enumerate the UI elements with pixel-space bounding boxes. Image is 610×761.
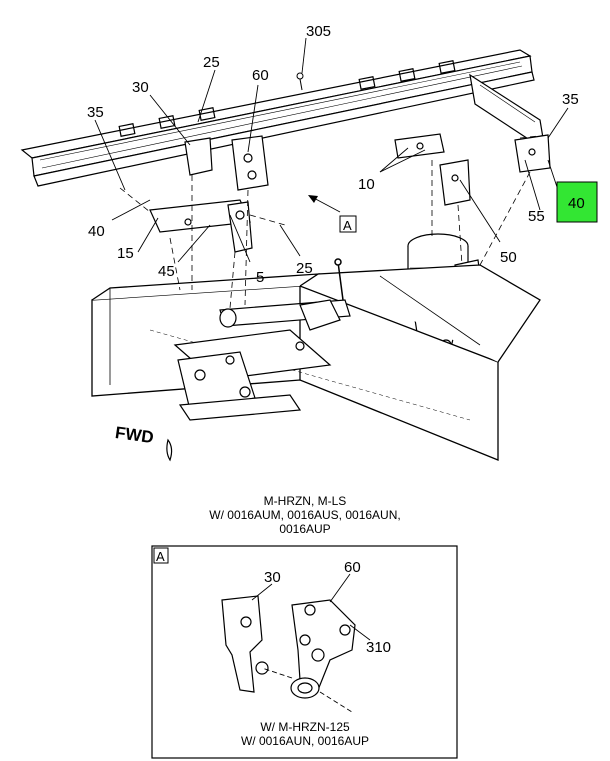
detail-view-label-box xyxy=(153,547,169,564)
callout-15: 15 xyxy=(117,245,134,262)
view-a-reference-box xyxy=(339,215,357,233)
view-a-reference-label: A xyxy=(343,218,352,233)
detail-bracket-60 xyxy=(290,599,356,699)
callout-10: 10 xyxy=(358,176,375,193)
right-bracket-assembly xyxy=(394,133,551,206)
height-control-rod xyxy=(334,258,344,301)
lower-frame-rails xyxy=(91,264,541,461)
callout-5: 5 xyxy=(256,269,264,286)
upper-crossmember xyxy=(20,49,546,187)
left-bracket-assembly xyxy=(149,135,269,253)
bolt-305 xyxy=(296,72,304,91)
main-caption-line-3: 0016AUP xyxy=(279,522,331,536)
detail-caption: W/ M-HRZN-125 W/ 0016AUN, 0016AUP xyxy=(0,720,610,748)
main-caption: M-HRZN, M-LS W/ 0016AUM, 0016AUS, 0016AU… xyxy=(0,494,610,536)
main-caption-line-1: M-HRZN, M-LS xyxy=(263,494,347,508)
cross-tube xyxy=(219,299,351,331)
callout-60: 60 xyxy=(252,67,269,84)
detail-caption-line-1: W/ M-HRZN-125 xyxy=(260,720,350,734)
callout-25-top: 25 xyxy=(203,54,220,71)
detail-callout-310: 310 xyxy=(366,639,391,656)
callout-35-right: 35 xyxy=(562,91,579,108)
detail-bracket-30 xyxy=(221,595,269,693)
callout-55: 55 xyxy=(528,208,545,225)
detail-caption-line-2: W/ 0016AUN, 0016AUP xyxy=(240,734,370,748)
callout-25-bottom: 25 xyxy=(296,260,313,277)
fwd-arrow-icon xyxy=(166,438,173,462)
callout-45: 45 xyxy=(158,263,175,280)
callout-305: 305 xyxy=(306,23,331,40)
fwd-label: FWD xyxy=(114,423,155,447)
view-a-arrow xyxy=(308,195,318,203)
callout-40-left: 40 xyxy=(88,223,105,240)
detail-leaders xyxy=(251,573,371,713)
leader-lines xyxy=(119,134,549,309)
callout-50: 50 xyxy=(500,249,517,266)
callout-30: 30 xyxy=(132,79,149,96)
detail-callout-60: 60 xyxy=(344,559,361,576)
axle-housing xyxy=(173,329,332,421)
detail-callout-30: 30 xyxy=(264,569,281,586)
callout-leaders xyxy=(94,37,569,263)
detail-view-label: A xyxy=(156,549,165,564)
highlight-box[interactable] xyxy=(556,181,598,223)
main-caption-line-2: W/ 0016AUM, 0016AUS, 0016AUN, xyxy=(209,508,401,522)
callout-35-left: 35 xyxy=(87,104,104,121)
callout-40-highlighted[interactable]: 40 xyxy=(568,195,585,212)
